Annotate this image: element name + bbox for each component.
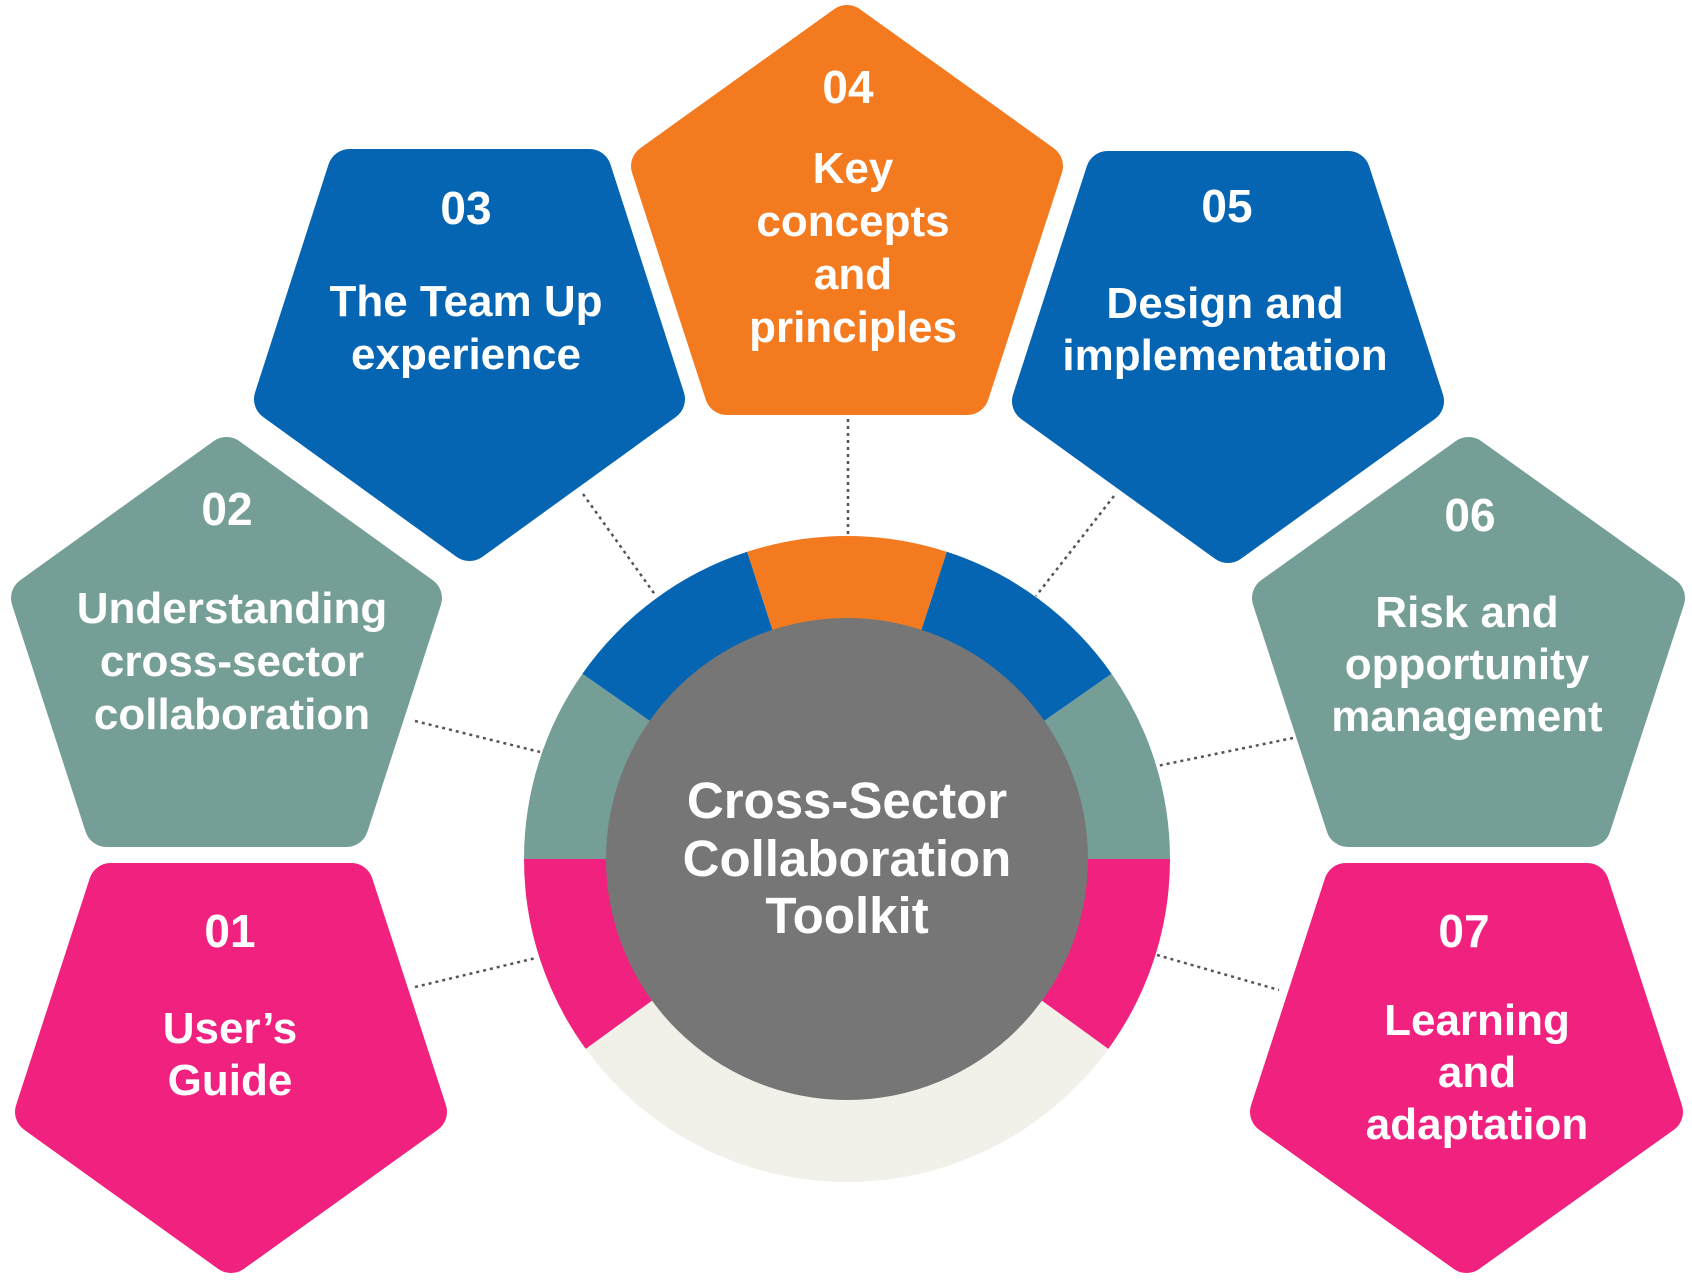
module-label-line: and [1438,1048,1516,1097]
module-label-line: Design and [1106,279,1343,328]
ring-segment-01 [524,859,661,1049]
center-title-line: Cross-Sector [687,772,1007,829]
module-number: 03 [440,182,491,234]
module-number: 04 [822,61,874,113]
pentagon-shape [1250,863,1683,1273]
module-number: 05 [1201,180,1252,232]
ring-segment-06 [1035,673,1170,859]
connector-02 [414,719,541,754]
center-title-line: Collaboration [683,830,1012,887]
pentagon-shape [11,437,442,847]
ring-segment-07 [1033,859,1170,1049]
module-label-line: cross-sector [100,637,364,686]
module-label-line: implementation [1062,331,1387,380]
module-label-line: Understanding [77,584,387,633]
ring-segment-04 [747,535,947,641]
ring-base [585,994,1109,1182]
module-label-line: opportunity [1345,640,1590,689]
module-label-line: concepts [756,197,949,246]
connector-07 [1156,953,1280,992]
module-label-line: adaptation [1366,1100,1588,1149]
pentagon-shape [1252,437,1685,847]
module-label-line: collaboration [94,690,370,739]
center-circle[interactable] [606,618,1088,1100]
module-label-line: principles [749,303,957,352]
ring-segment-02 [524,673,659,859]
module-number: 06 [1444,489,1495,541]
connectors [414,419,1294,992]
pentagon-shape [254,149,685,561]
pentagon-shape [15,863,447,1273]
center-title-line: Toolkit [765,887,928,944]
module-label-line: The Team Up [329,277,602,326]
pentagon-shape [1012,151,1444,563]
module-label-line: User’s [163,1004,298,1053]
ring-segment-03 [582,551,776,728]
module-label-line: Key [813,144,894,193]
connector-06 [1156,736,1294,768]
module-number: 02 [201,483,252,535]
pentagon-shape [631,5,1063,415]
module-number: 01 [204,905,255,957]
module-label-line: experience [351,330,581,379]
module-label-line: Risk and [1375,588,1558,637]
module-label-line: and [814,250,892,299]
center-title: Cross-Sector Collaboration Toolkit [683,772,1012,944]
connector-01 [414,956,537,989]
module-label-line: Guide [168,1056,293,1105]
module-label-line: Learning [1384,996,1570,1045]
ring-segment-05 [918,551,1112,728]
connector-05 [1035,495,1115,597]
connector-03 [581,493,658,597]
segment-ring [524,535,1170,1182]
module-label-line: management [1331,692,1603,741]
module-number: 07 [1438,905,1489,957]
